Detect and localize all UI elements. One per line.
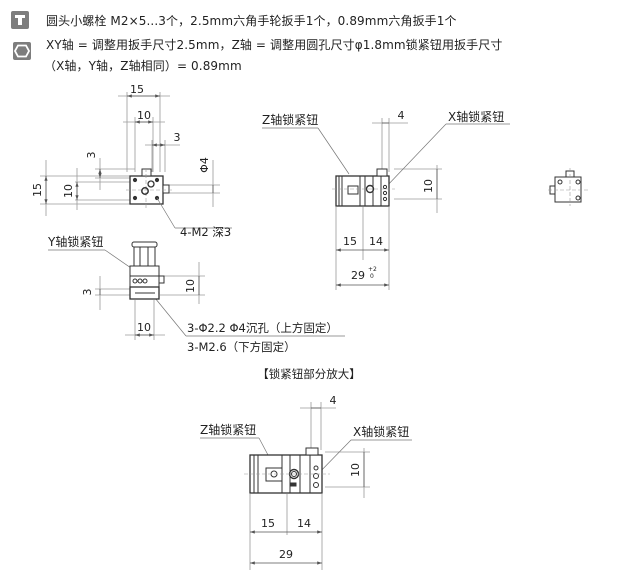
- label-x-lock-side: X轴锁紧钮: [448, 109, 504, 124]
- callout-holes-front-2: 3-M2.6（下方固定）: [187, 340, 296, 354]
- callout-holes-front-1: 3-Φ2.2 Φ4沉孔（上方固定）: [187, 321, 338, 335]
- label-x-lock-detail: X轴锁紧钮: [353, 424, 409, 439]
- hex-wrench-icon: [13, 42, 31, 60]
- dim-offset-x: 3: [174, 131, 181, 144]
- dim-side-left: 15: [343, 235, 357, 248]
- callout-holes-top: 4-M2 深3: [180, 225, 231, 239]
- label-z-lock-side: Z轴锁紧钮: [262, 112, 318, 127]
- dim-side-height: 10: [422, 179, 435, 193]
- detail-view: [200, 402, 412, 570]
- dim-front-offset: 3: [81, 289, 94, 296]
- label-z-lock-detail: Z轴锁紧钮: [200, 422, 256, 437]
- dim-height-inner: 10: [62, 184, 75, 198]
- accessories-text: 圆头小螺栓 M2×5...3个，2.5mm六角手轮扳手1个，0.89mm六角扳手…: [46, 14, 457, 28]
- dim-knob-dia: Φ4: [198, 157, 211, 173]
- dim-offset-y: 3: [85, 152, 98, 159]
- side-view: [262, 118, 510, 290]
- dim-side-total: 29: [351, 269, 365, 282]
- small-right-view: [548, 168, 588, 206]
- side-view-part: [332, 168, 395, 207]
- top-view: [40, 92, 220, 216]
- dim-front-width: 10: [137, 321, 151, 334]
- dim-height-outer: 15: [31, 183, 44, 197]
- dim-side-knob: 4: [398, 109, 405, 122]
- bolt-icon: [11, 11, 29, 29]
- wrench-spec-line2: （X轴，Y轴，Z轴相同）= 0.89mm: [44, 59, 242, 73]
- dim-side-tol-lower: 0: [370, 273, 374, 280]
- front-view-part: [129, 241, 165, 300]
- wrench-spec-line1: XY轴 = 调整用扳手尺寸2.5mm，Z轴 = 调整用圆孔尺寸φ1.8mm锁紧钮…: [46, 38, 503, 52]
- detail-title: 【锁紧钮部分放大】: [257, 367, 361, 381]
- dim-detail-height: 10: [349, 463, 362, 477]
- dim-width-inner: 10: [137, 109, 151, 122]
- top-view-part: [126, 168, 232, 229]
- dim-side-tol-upper: +2: [368, 266, 377, 273]
- dim-width-outer: 15: [130, 83, 144, 96]
- dim-front-height: 10: [184, 279, 197, 293]
- dim-side-right: 14: [369, 235, 383, 248]
- label-y-lock: Y轴锁紧钮: [47, 234, 103, 249]
- dim-detail-left: 15: [261, 517, 275, 530]
- detail-view-part: [244, 447, 330, 494]
- dim-detail-knob: 4: [330, 394, 337, 407]
- dim-detail-total: 29: [279, 548, 293, 561]
- dim-detail-right: 14: [297, 517, 311, 530]
